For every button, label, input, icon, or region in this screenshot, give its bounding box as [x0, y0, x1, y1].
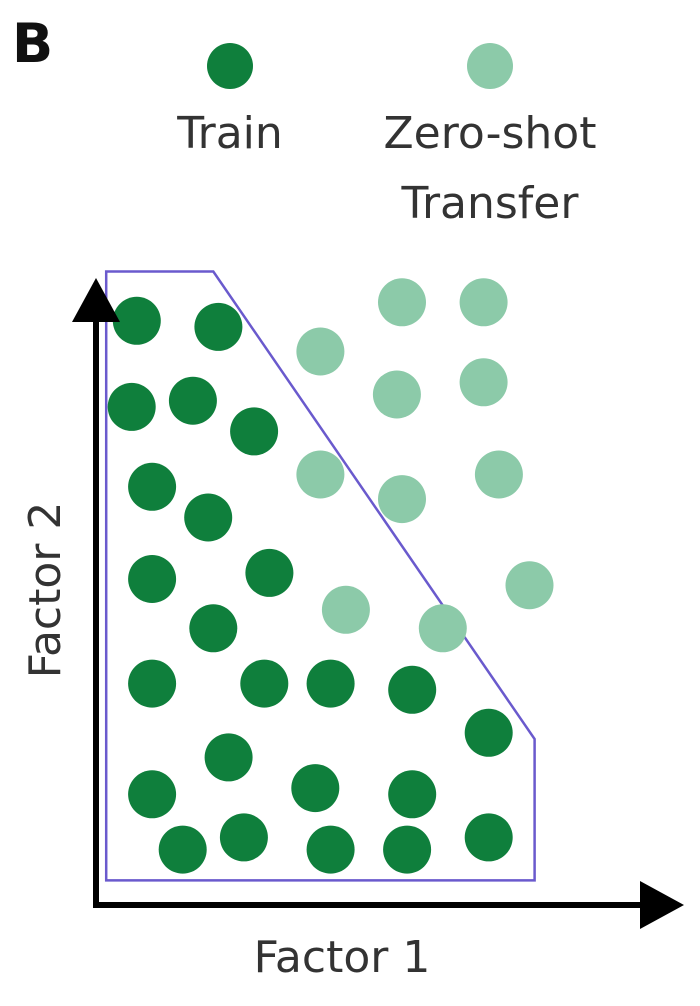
- zero-shot-transfer-point-8: [474, 450, 523, 499]
- train-point-23: [383, 825, 432, 874]
- train-point-15: [204, 733, 253, 782]
- legend-item-train: Train: [176, 43, 283, 159]
- train-point-24: [464, 813, 513, 862]
- train-point-10: [189, 604, 238, 653]
- legend-label-train: Train: [176, 108, 283, 159]
- train-point-16: [128, 770, 177, 819]
- train-point-6: [128, 462, 177, 511]
- y-axis-arrowhead: [72, 278, 120, 322]
- train-point-4: [168, 376, 217, 425]
- legend-item-zero-shot-transfer: Zero-shot Transfer: [384, 43, 597, 229]
- axes: [72, 278, 684, 929]
- train-point-17: [291, 764, 340, 813]
- legend-label-zero-shot-line-1: Zero-shot: [384, 108, 597, 159]
- train-point-7: [184, 493, 233, 542]
- train-point-22: [306, 825, 355, 874]
- legend-swatch-train: [207, 43, 253, 89]
- train-point-12: [240, 659, 289, 708]
- zero-shot-transfer-point-2: [459, 278, 508, 327]
- zero-shot-transfer-point-6: [296, 450, 345, 499]
- legend-swatch-zero-shot-transfer: [467, 43, 513, 89]
- train-point-1: [112, 296, 161, 345]
- train-point-14: [388, 665, 437, 714]
- zero-shot-transfer-point-4: [372, 370, 421, 419]
- train-point-11: [128, 659, 177, 708]
- zero-shot-transfer-point-5: [459, 358, 508, 407]
- legend-label-zero-shot-line-2: Transfer: [401, 178, 580, 229]
- zero-shot-transfer-point-10: [418, 604, 467, 653]
- zero-shot-transfer-point-3: [296, 327, 345, 376]
- zero-shot-transfer-point-1: [378, 278, 426, 327]
- y-axis-label: Factor 2: [20, 502, 71, 679]
- legend: Train Zero-shot Transfer: [176, 43, 596, 229]
- x-axis-label: Factor 1: [254, 932, 431, 983]
- train-point-21: [219, 813, 268, 862]
- train-point-8: [128, 555, 177, 603]
- x-axis-arrowhead: [640, 881, 684, 929]
- train-point-9: [245, 548, 294, 597]
- train-point-3: [107, 382, 156, 431]
- train-point-18: [388, 770, 437, 819]
- zero-shot-transfer-point-9: [321, 585, 370, 634]
- training-region-boundary: [104, 270, 536, 882]
- scatter-points: [107, 278, 554, 874]
- train-point-19: [464, 708, 513, 757]
- zero-shot-transfer-point-11: [505, 561, 554, 610]
- train-point-13: [306, 659, 355, 708]
- train-point-2: [194, 302, 243, 351]
- train-point-5: [230, 407, 279, 456]
- panel-label: B: [12, 12, 53, 75]
- zero-shot-transfer-point-7: [378, 475, 426, 524]
- train-point-20: [158, 825, 207, 874]
